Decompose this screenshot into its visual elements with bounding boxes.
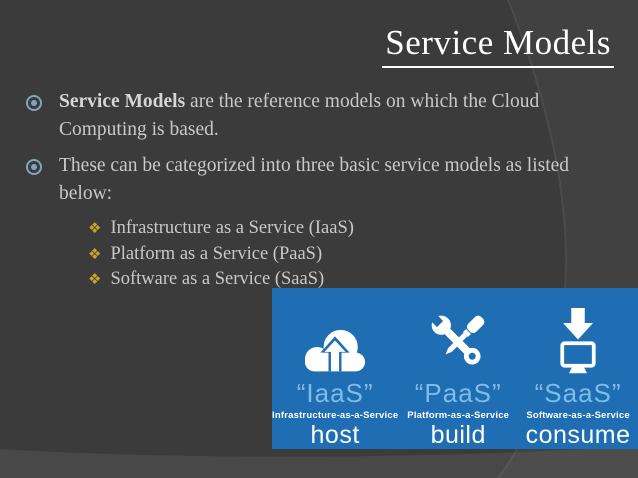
bullet-item: These can be categorized into three basi…: [26, 152, 582, 208]
sub-bullet-text: Infrastructure as a Service (IaaS): [110, 218, 354, 238]
download-screen-icon: [557, 288, 599, 380]
bullet-lead-bold: Service Models: [59, 91, 186, 112]
iaas-word: host: [310, 421, 360, 449]
sub-bullet-item: ❖ Software as a Service (SaaS): [88, 267, 582, 293]
iaas-caption: Infrastructure-as-a-Service: [272, 410, 399, 421]
paas-column: “PaaS” Platform-as-a-Service build: [398, 288, 518, 449]
cloud-upload-icon: [299, 288, 371, 380]
diamond-bullet-icon: ❖: [88, 219, 102, 237]
sub-bullet-text: Platform as a Service (PaaS): [110, 243, 323, 264]
saas-label: “SaaS”: [534, 378, 622, 408]
bullet-text: These can be categorized into three basi…: [59, 152, 582, 208]
bullet-rest: are the reference models on which the Cl…: [59, 91, 540, 140]
slide-title: Service Models: [382, 23, 614, 68]
iaas-label: “IaaS”: [296, 378, 374, 408]
service-models-image: “IaaS” Infrastructure-as-a-Service host: [272, 288, 638, 449]
saas-word: consume: [525, 421, 631, 449]
sub-bullet-list: ❖ Infrastructure as a Service (IaaS) ❖ P…: [88, 216, 582, 293]
paas-word: build: [430, 421, 486, 449]
body-text-block: Service Models are the reference models …: [26, 88, 582, 293]
paas-caption: Platform-as-a-Service: [407, 410, 510, 421]
bullet-item: Service Models are the reference models …: [26, 88, 582, 144]
tools-icon: [423, 288, 493, 380]
bullet-rest: These can be categorized into three basi…: [59, 155, 570, 204]
sub-bullet-text: Software as a Service (SaaS): [110, 269, 325, 289]
paas-label: “PaaS”: [414, 378, 502, 408]
diamond-bullet-icon: ❖: [88, 270, 102, 288]
diamond-bullet-icon: ❖: [88, 244, 102, 263]
ring-bullet-icon: [26, 159, 42, 175]
sub-bullet-item: ❖ Platform as a Service (PaaS): [88, 242, 582, 268]
saas-caption: Software-as-a-Service: [526, 410, 630, 421]
bullet-text: Service Models are the reference models …: [59, 88, 582, 144]
iaas-column: “IaaS” Infrastructure-as-a-Service host: [272, 288, 398, 449]
saas-column: “SaaS” Software-as-a-Service consume: [518, 288, 638, 449]
ring-bullet-icon: [26, 95, 42, 111]
sub-bullet-item: ❖ Infrastructure as a Service (IaaS): [88, 216, 582, 242]
